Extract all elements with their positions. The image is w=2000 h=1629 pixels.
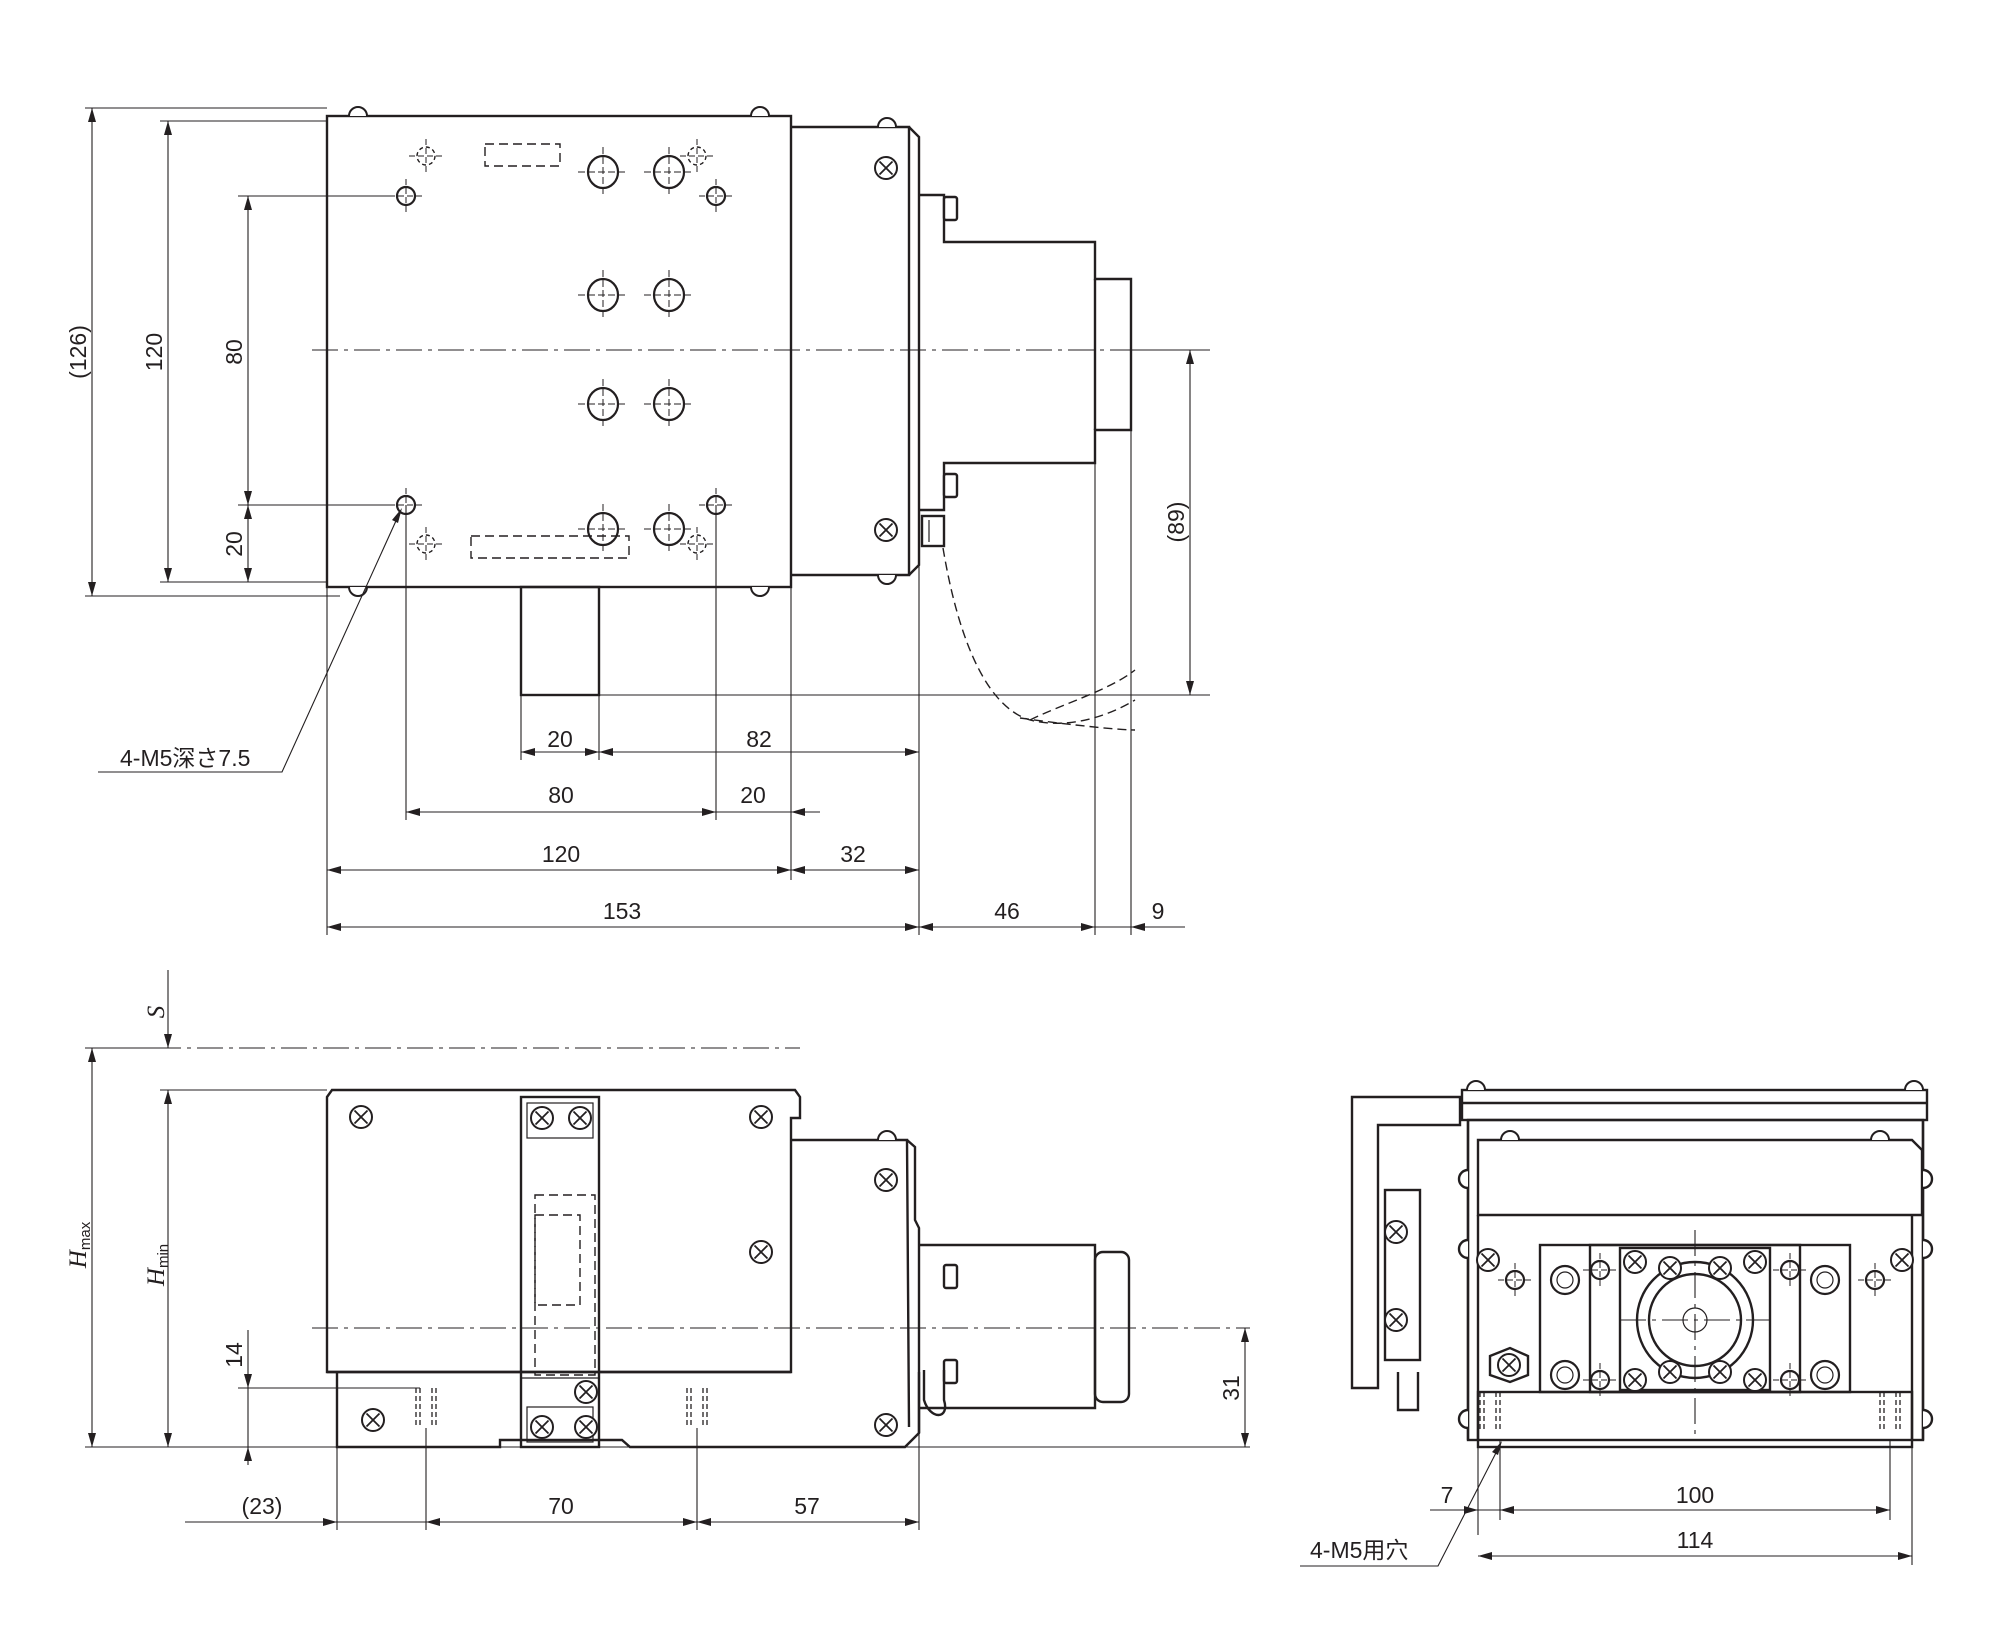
top-view: (126) 120 80 20 (89) 20 82 80 20 120 32 … [65, 106, 1210, 935]
top-motor-bracket [791, 125, 911, 577]
dim-46: 46 [994, 898, 1020, 924]
side-table [325, 1088, 802, 1374]
dim-82: 82 [746, 726, 772, 752]
dim-31: 31 [1218, 1375, 1244, 1401]
dim-20-v: 20 [221, 531, 247, 557]
callout-m5-depth: 4-M5深さ7.5 [120, 745, 250, 771]
top-connector [920, 514, 946, 548]
dim-hmax: Hmax [65, 1221, 94, 1269]
dim-s: S [143, 1005, 170, 1018]
dim-7: 7 [1441, 1482, 1454, 1508]
dim-89: (89) [1163, 502, 1189, 543]
dim-20-b: 20 [740, 782, 766, 808]
dim-70: 70 [548, 1493, 574, 1519]
dim-120-v: 120 [141, 333, 167, 371]
front-top-plate [1460, 1088, 1929, 1122]
dim-23: (23) [242, 1493, 283, 1519]
top-motor-body [919, 193, 1133, 512]
dim-32: 32 [840, 841, 866, 867]
dim-100: 100 [1676, 1482, 1714, 1508]
dim-80-v: 80 [221, 339, 247, 365]
dim-hmin: Hmin [143, 1244, 172, 1287]
dim-126: (126) [65, 325, 91, 379]
dim-9: 9 [1152, 898, 1165, 924]
dim-14: 14 [221, 1342, 247, 1368]
dim-120-h: 120 [542, 841, 580, 867]
dim-57: 57 [794, 1493, 820, 1519]
callout-m5-hole: 4-M5用穴 [1310, 1537, 1408, 1563]
side-view: S Hmax Hmin 14 31 (23) 70 57 [65, 970, 1250, 1530]
side-base [335, 1372, 921, 1449]
dim-80-h: 80 [548, 782, 574, 808]
dim-114: 114 [1677, 1527, 1714, 1553]
dim-153: 153 [603, 898, 641, 924]
top-knob [519, 585, 601, 697]
dim-20-a: 20 [547, 726, 573, 752]
m5-hole [697, 177, 735, 215]
front-view: 7 100 114 4-M5用穴 [1300, 1080, 1934, 1567]
